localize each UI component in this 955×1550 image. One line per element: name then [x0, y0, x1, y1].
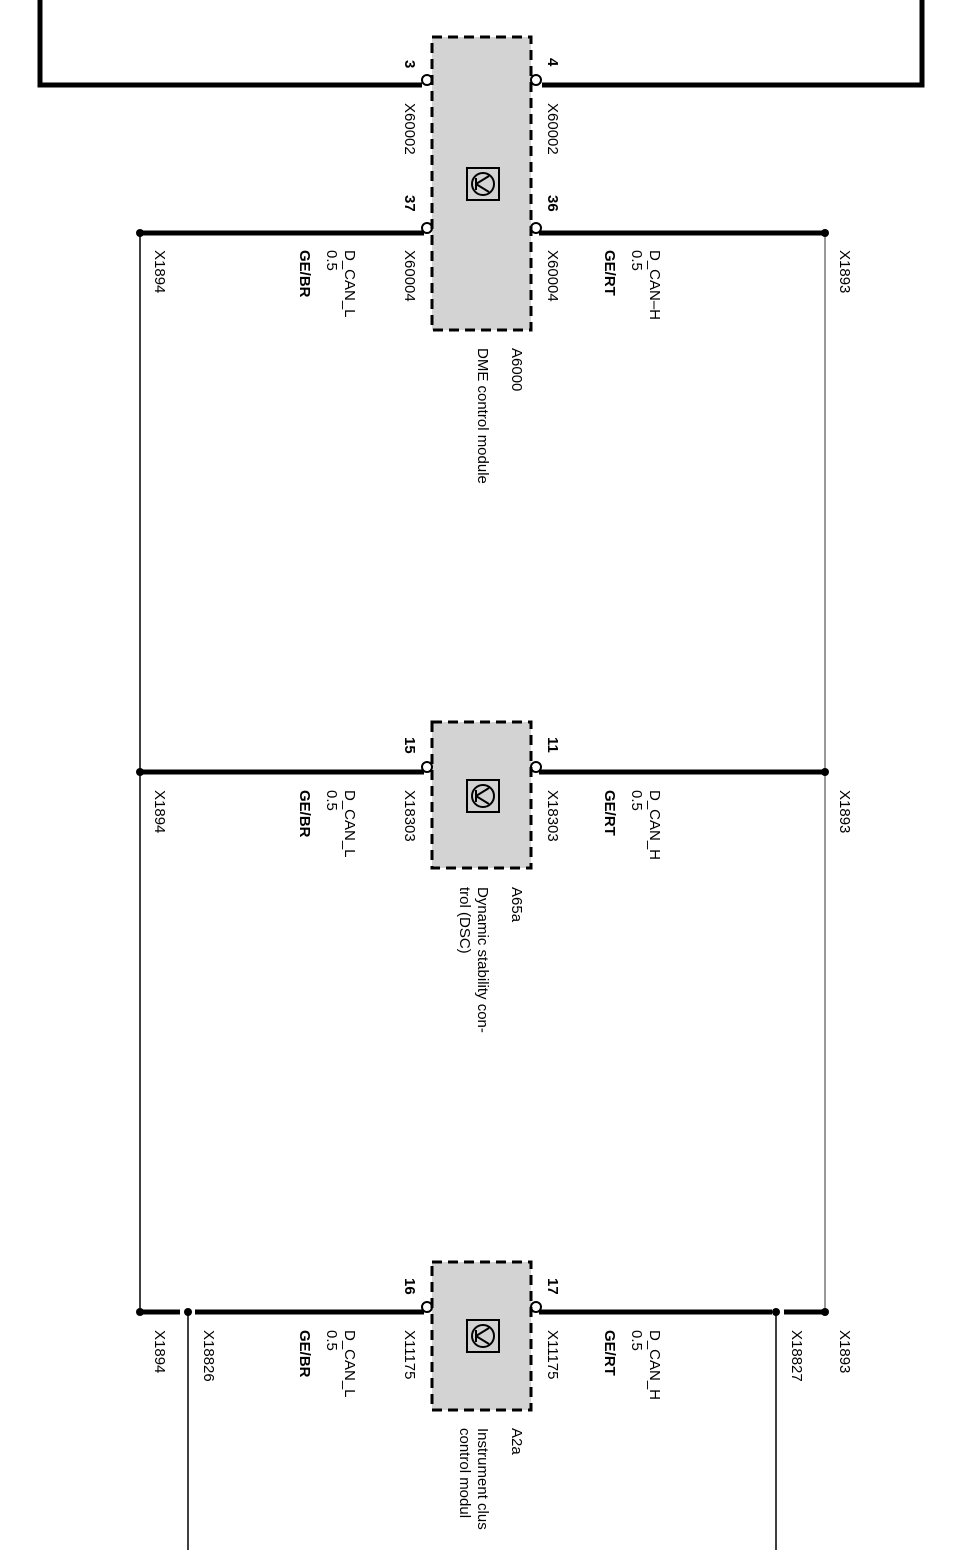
color-label: GE/BR [296, 250, 313, 298]
splice-label: X1893 [836, 790, 853, 833]
connector-label: X11175 [544, 1330, 561, 1380]
signal-label: D_CAN_H [646, 1330, 663, 1400]
pin-number: 16 [401, 1278, 418, 1295]
module-name-line2: control modul [456, 1428, 473, 1518]
pin-16-hook [420, 1301, 433, 1313]
splice-dot [136, 1308, 144, 1316]
splice-label: X1894 [151, 1330, 168, 1373]
pin-number: 36 [544, 195, 561, 212]
module-id: A65a [508, 887, 525, 923]
connector-label: X18303 [401, 790, 418, 842]
pin-number: 17 [544, 1278, 561, 1295]
pin-4-hook [530, 74, 543, 86]
gauge-label: 0.5 [323, 790, 340, 811]
splice-label: X18826 [200, 1330, 217, 1382]
gauge-label: 0.5 [628, 250, 645, 271]
signal-label: D_CAN_H [646, 790, 663, 860]
splice-dot [821, 1308, 829, 1316]
connector-label: X60002 [544, 103, 561, 155]
connector-label: X60004 [401, 250, 418, 302]
signal-label: D_CAN_L [341, 790, 358, 858]
connector-label: X11175 [401, 1330, 418, 1380]
module-name-line1: Dynamic stability con- [474, 887, 491, 1033]
color-label: GE/BR [296, 790, 313, 838]
control-unit-icon [466, 167, 500, 201]
gauge-label: 0.5 [628, 1330, 645, 1351]
splice-dot [772, 1308, 780, 1316]
connector-label: X60004 [544, 250, 561, 302]
gauge-label: 0.5 [628, 790, 645, 811]
color-label: GE/BR [296, 1330, 313, 1378]
splice-dot [821, 229, 829, 237]
signal-label: D_CAN_L [341, 250, 358, 318]
pin-3-hook [420, 74, 433, 86]
pin-17-hook [530, 1301, 543, 1313]
pin-15-hook [420, 761, 433, 773]
module-a2a: 16 17 X11175 X11175 D_CAN_L 0.5 GE/BR D_… [136, 1260, 853, 1530]
pin-37-hook [420, 222, 433, 234]
connector-label: X60002 [401, 103, 418, 155]
color-label: GE/RT [601, 1330, 618, 1376]
splice-dot [136, 229, 144, 237]
splice-label: X1893 [836, 1330, 853, 1373]
splice-label: X1893 [836, 250, 853, 293]
splice-label: X1894 [151, 250, 168, 293]
connector-label: X18303 [544, 790, 561, 842]
splice-dot [821, 768, 829, 776]
module-name: DME control module [474, 348, 491, 484]
splice-label: X1894 [151, 790, 168, 833]
pin-number: 3 [401, 60, 418, 68]
pin-36-hook [530, 222, 543, 234]
module-a65a: 15 11 X18303 X18303 D_CAN_L 0.5 GE/BR D_… [136, 720, 853, 1033]
splice-dot [184, 1308, 192, 1316]
color-label: GE/RT [601, 790, 618, 836]
signal-label: D_CAN_L [341, 1330, 358, 1398]
module-a6000-box [430, 35, 533, 332]
pin-number: 37 [401, 195, 418, 212]
pin-11-hook [530, 761, 543, 773]
module-id: A2a [508, 1428, 525, 1455]
gauge-label: 0.5 [323, 250, 340, 271]
top-frame-wire [37, 0, 925, 88]
module-a6000: 3 4 X60002 X60002 37 36 X60004 X60004 D_… [136, 35, 853, 484]
color-label: GE/RT [601, 250, 618, 296]
pin-number: 11 [544, 737, 561, 753]
module-name-line1: Instrument clus [474, 1428, 491, 1530]
splice-dot [136, 768, 144, 776]
pin-number: 4 [544, 58, 561, 67]
signal-label: D_CAN–H [646, 250, 663, 320]
control-unit-icon [466, 779, 500, 813]
module-name-line2: trol (DSC) [456, 887, 473, 954]
module-id: A6000 [508, 348, 525, 391]
splice-label: X18827 [788, 1330, 805, 1382]
gauge-label: 0.5 [323, 1330, 340, 1351]
control-unit-icon [466, 1319, 500, 1353]
pin-number: 15 [401, 737, 418, 754]
